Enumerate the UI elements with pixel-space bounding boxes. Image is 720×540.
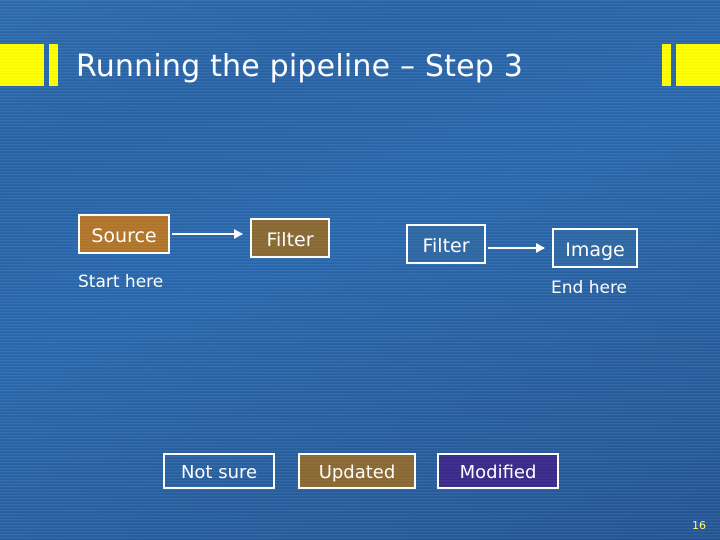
pipeline-node-image: Image bbox=[552, 228, 638, 268]
title-decoration-left bbox=[0, 44, 58, 86]
legend: Not sure Updated Modified bbox=[0, 450, 720, 494]
legend-item-modified: Modified bbox=[437, 453, 559, 489]
legend-item-not-sure: Not sure bbox=[163, 453, 275, 489]
page-number: 16 bbox=[692, 519, 706, 532]
legend-item-updated: Updated bbox=[298, 453, 416, 489]
page-title: Running the pipeline – Step 3 bbox=[76, 49, 524, 84]
title-decoration-right-separator bbox=[671, 44, 676, 86]
pipeline-node-filter-1: Filter bbox=[250, 218, 330, 258]
pipeline-node-source: Source bbox=[78, 214, 170, 254]
arrow-source-to-filter-icon bbox=[172, 229, 243, 239]
caption-end: End here bbox=[551, 278, 628, 298]
arrow-filter-to-image-icon bbox=[488, 243, 545, 253]
pipeline-diagram: Source Filter Filter Image bbox=[0, 214, 720, 268]
title-decoration-left-separator bbox=[44, 44, 49, 86]
caption-start: Start here bbox=[78, 272, 164, 292]
pipeline-node-filter-2: Filter bbox=[406, 224, 486, 264]
